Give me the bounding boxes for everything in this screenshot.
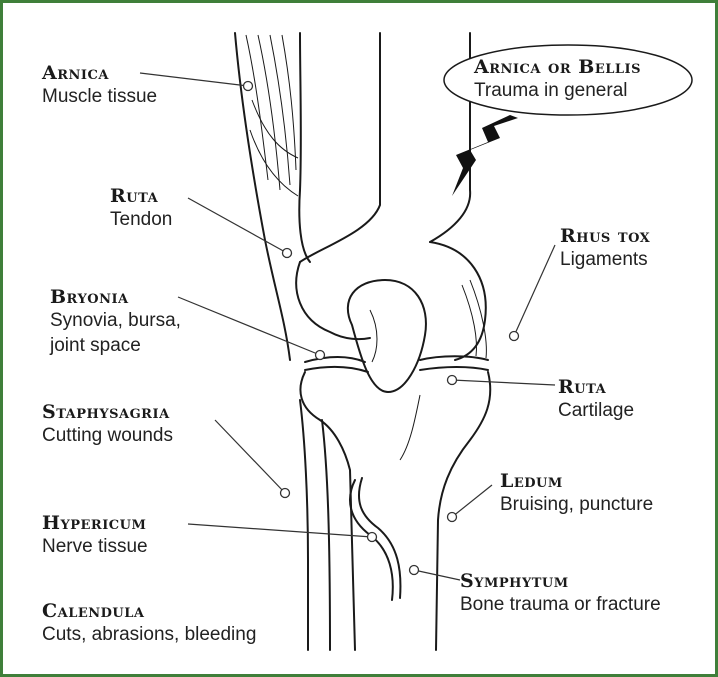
label-arnica-name: Arnica [42,62,157,84]
label-bryonia: Bryonia Synovia, bursa, joint space [50,286,181,358]
label-staphysagria-name: Staphysagria [42,401,173,423]
label-rhus-tox-name: Rhus tox [560,225,650,247]
label-symphytum-name: Symphytum [460,570,661,592]
label-bryonia-desc-2: joint space [50,333,181,358]
label-ledum: Ledum Bruising, puncture [500,470,653,517]
label-bryonia-name: Bryonia [50,286,181,308]
label-ruta-cartilage-name: Ruta [558,376,634,398]
label-calendula: Calendula Cuts, abrasions, bleeding [42,600,256,647]
label-ruta-cartilage-desc: Cartilage [558,398,634,423]
label-arnica-desc: Muscle tissue [42,84,157,109]
label-staphysagria: Staphysagria Cutting wounds [42,401,173,448]
callout-text: Arnica or Bellis Trauma in general [474,56,641,103]
label-ruta-tendon-name: Ruta [110,185,172,207]
label-staphysagria-desc: Cutting wounds [42,423,173,448]
label-rhus-tox-desc: Ligaments [560,247,650,272]
label-ledum-name: Ledum [500,470,653,492]
label-calendula-name: Calendula [42,600,256,622]
leader-lines [140,73,555,580]
label-rhus-tox: Rhus tox Ligaments [560,225,650,272]
label-ruta-tendon: Ruta Tendon [110,185,172,232]
label-hypericum: Hypericum Nerve tissue [42,512,148,559]
label-calendula-desc: Cuts, abrasions, bleeding [42,622,256,647]
label-symphytum: Symphytum Bone trauma or fracture [460,570,661,617]
label-hypericum-desc: Nerve tissue [42,534,148,559]
patella [348,280,426,392]
label-bryonia-desc: Synovia, bursa, [50,308,181,333]
label-ruta-cartilage: Ruta Cartilage [558,376,634,423]
callout-desc: Trauma in general [474,78,641,103]
callout-name: Arnica or Bellis [474,56,641,78]
label-hypericum-name: Hypericum [42,512,148,534]
label-ruta-tendon-desc: Tendon [110,207,172,232]
lightning-bolt-icon [452,115,518,196]
label-symphytum-desc: Bone trauma or fracture [460,592,661,617]
label-ledum-desc: Bruising, puncture [500,492,653,517]
label-arnica: Arnica Muscle tissue [42,62,157,109]
